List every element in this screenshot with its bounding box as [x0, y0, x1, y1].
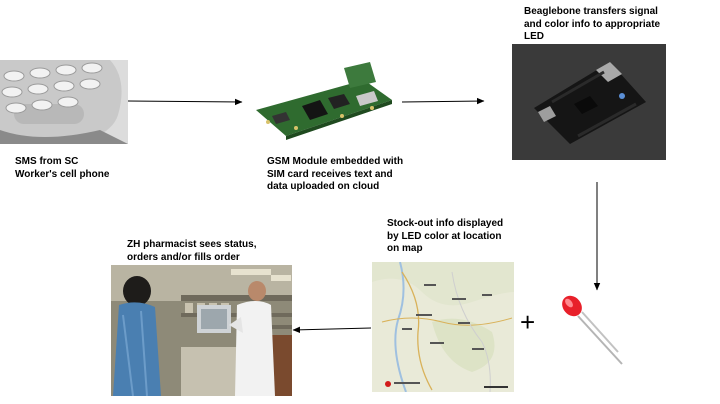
- gsm-module-board-photo: [252, 60, 400, 146]
- pharmacy-photo: [111, 265, 292, 396]
- map-label: Stock-out info displayed by LED color at…: [387, 218, 504, 254]
- cell-phone-photo: [0, 60, 128, 144]
- region-map: [372, 262, 514, 392]
- arrow-gsm-to-beaglebone: [401, 97, 485, 105]
- arrow-map-to-pharmacist: [292, 326, 372, 334]
- plus-symbol: +: [520, 307, 536, 337]
- pharmacist-label: ZH pharmacist sees status, orders and/or…: [127, 239, 257, 263]
- beaglebone-board-photo: [512, 44, 666, 160]
- arrow-sms-to-gsm: [127, 98, 243, 106]
- gsm-label: GSM Module embedded with SIM card receiv…: [267, 156, 404, 192]
- beaglebone-label: Beaglebone transfers signal and color in…: [524, 6, 661, 42]
- sms-label: SMS from SC Worker's cell phone: [15, 156, 110, 180]
- red-led-photo: [556, 292, 626, 368]
